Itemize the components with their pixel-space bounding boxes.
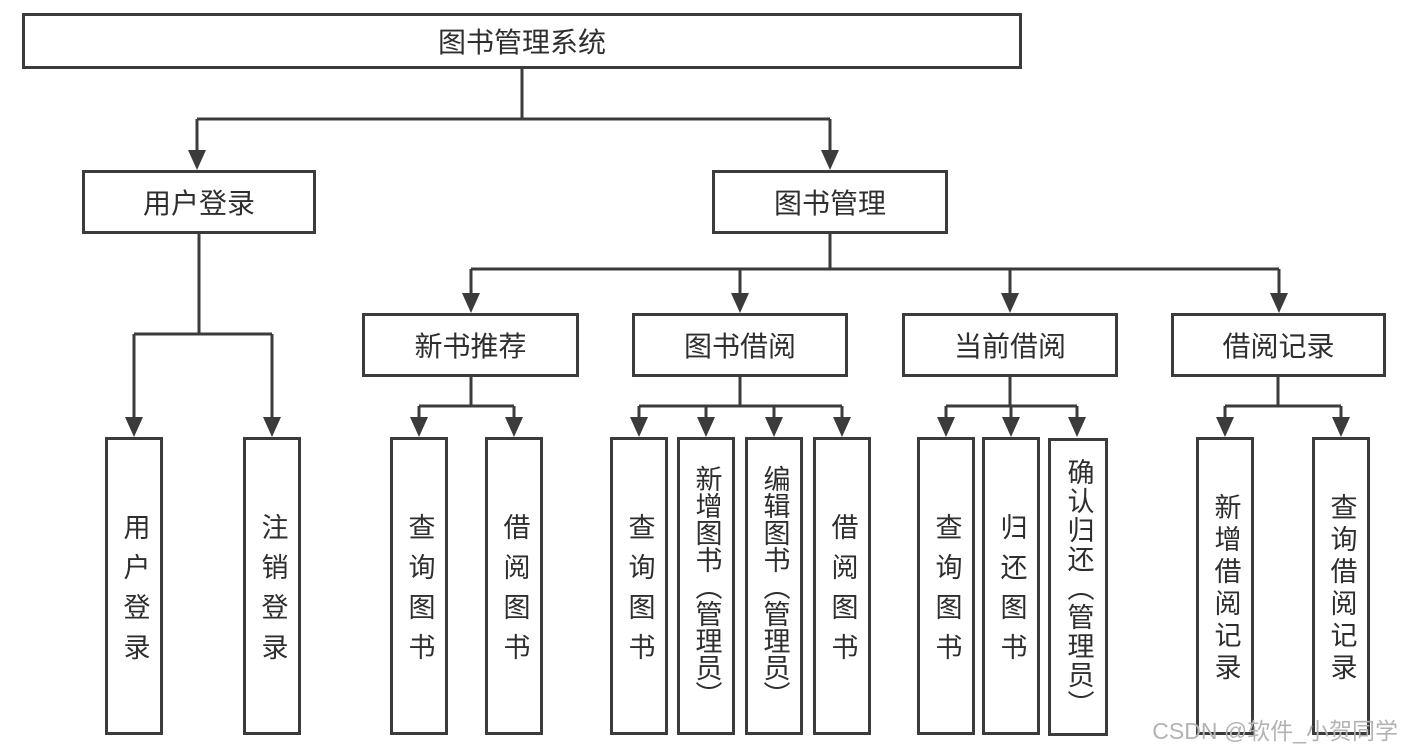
node-new-book-recommend: 新书推荐 <box>362 313 579 377</box>
node-label: 新增图书（管理员） <box>691 464 722 708</box>
node-confirm-return-admin: 确认归还（管理员） <box>1048 438 1108 736</box>
node-label: 查询借阅记录 <box>1326 492 1357 685</box>
csdn-watermark: CSDN @软件_小贺同学 <box>1152 718 1398 744</box>
node-label: 图书借阅 <box>683 331 796 362</box>
node-return-book: 归还图书 <box>982 437 1040 735</box>
arrowhead-icons <box>125 150 1350 437</box>
node-root: 图书管理系统 <box>22 13 1022 69</box>
node-label: 图书管理 <box>773 188 886 219</box>
node-label: 新增借阅记录 <box>1210 492 1241 685</box>
node-book-borrow: 图书借阅 <box>632 313 848 377</box>
node-borrow-records: 借阅记录 <box>1171 313 1386 377</box>
node-current-borrow: 当前借阅 <box>902 313 1118 377</box>
node-label: 用户登录 <box>119 512 150 673</box>
node-label: 图书管理系统 <box>437 27 606 58</box>
node-label: 查询图书 <box>931 512 962 673</box>
node-query-borrow-record: 查询借阅记录 <box>1312 437 1370 735</box>
node-query-books-current: 查询图书 <box>917 437 975 735</box>
node-label: 新书推荐 <box>414 331 527 362</box>
node-query-books-borrow: 查询图书 <box>610 437 668 735</box>
node-book-management: 图书管理 <box>712 170 948 234</box>
node-logout: 注销登录 <box>243 437 301 735</box>
node-login: 用户登录 <box>105 437 163 735</box>
node-borrow-books-recommend: 借阅图书 <box>485 437 543 735</box>
node-label: 用户登录 <box>142 188 255 219</box>
node-label: 归还图书 <box>996 512 1027 673</box>
node-label: 注销登录 <box>257 512 288 673</box>
node-label: 借阅记录 <box>1222 331 1335 362</box>
node-label: 查询图书 <box>624 512 655 673</box>
node-label: 当前借阅 <box>953 331 1066 362</box>
node-add-book-admin: 新增图书（管理员） <box>677 437 735 735</box>
node-label: 借阅图书 <box>499 512 530 673</box>
node-add-borrow-record: 新增借阅记录 <box>1196 437 1254 735</box>
node-label: 编辑图书（管理员） <box>759 464 790 708</box>
node-edit-book-admin: 编辑图书（管理员） <box>745 437 803 735</box>
node-label: 查询图书 <box>404 512 435 673</box>
node-user-login: 用户登录 <box>82 170 316 234</box>
node-borrow-books: 借阅图书 <box>813 437 871 735</box>
node-label: 确认归还（管理员） <box>1063 457 1094 719</box>
node-query-books-recommend: 查询图书 <box>390 437 448 735</box>
node-label: 借阅图书 <box>827 512 858 673</box>
